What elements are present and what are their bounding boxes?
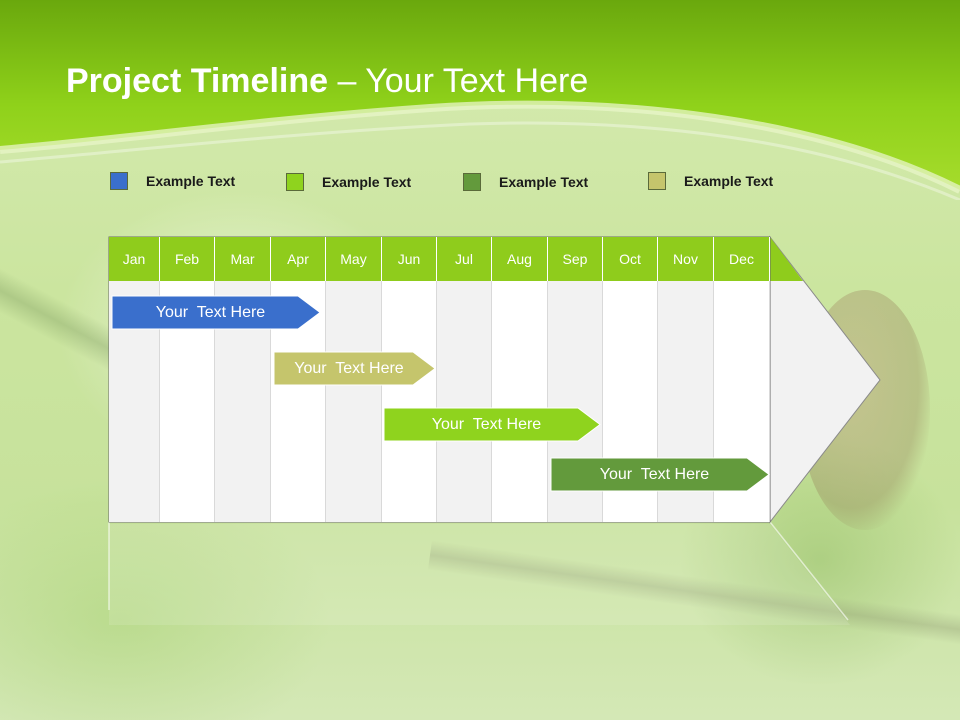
month-nov: Nov	[658, 237, 714, 281]
month-jul: Jul	[437, 237, 492, 281]
month-mar: Mar	[215, 237, 271, 281]
task-bar-1	[111, 295, 321, 330]
legend-label: Example Text	[322, 174, 412, 190]
timeline-reflection-fill	[109, 524, 850, 625]
month-column	[382, 281, 437, 522]
page-title: Project Timeline – Your Text Here	[66, 60, 588, 102]
month-column	[437, 281, 492, 522]
month-may: May	[326, 237, 382, 281]
legend-swatch	[463, 173, 481, 191]
month-column	[492, 281, 548, 522]
task-label-2: Your Text Here	[294, 360, 404, 377]
legend-item-1: Example Text	[110, 171, 235, 191]
month-apr: Apr	[271, 237, 326, 281]
month-oct: Oct	[603, 237, 658, 281]
task-label-1: Your Text Here	[155, 304, 266, 321]
month-jan: Jan	[109, 237, 160, 281]
task-bar-2	[273, 351, 436, 386]
title-bold: Project Timeline	[66, 62, 329, 100]
task-bar-3	[383, 407, 601, 442]
legend-label: Example Text	[146, 173, 236, 189]
legend-label: Example Text	[684, 173, 774, 189]
timeline-arrow-head-top	[770, 237, 803, 281]
month-jun: Jun	[382, 237, 437, 281]
month-dec: Dec	[714, 237, 770, 281]
legend-swatch	[648, 172, 666, 190]
task-bar-4	[550, 457, 770, 492]
title-rest: – Your Text Here	[328, 62, 589, 100]
legend-swatch	[110, 172, 128, 190]
legend-label: Example Text	[499, 174, 589, 190]
legend-swatch	[286, 173, 304, 191]
month-aug: Aug	[492, 237, 548, 281]
month-feb: Feb	[160, 237, 215, 281]
legend-item-2: Example Text	[286, 172, 411, 192]
task-label-4: Your Text Here	[599, 466, 710, 483]
header-banner	[0, 0, 960, 200]
month-column	[326, 281, 382, 522]
legend-item-4: Example Text	[648, 171, 773, 191]
task-label-3: Your Text Here	[431, 416, 542, 433]
month-sep: Sep	[548, 237, 603, 281]
legend-item-3: Example Text	[463, 172, 588, 192]
